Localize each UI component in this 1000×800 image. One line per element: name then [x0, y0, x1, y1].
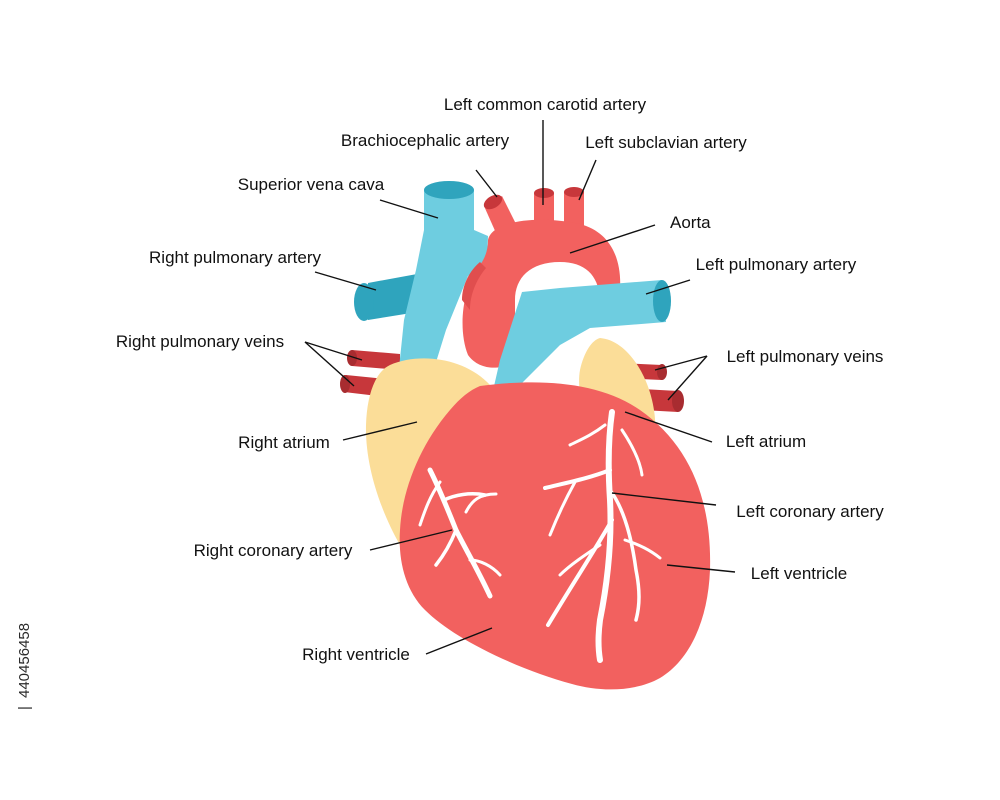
label-aorta: Aorta: [670, 213, 711, 232]
label-brachiocephalic-artery: Brachiocephalic artery: [341, 131, 510, 150]
leader-superior-vena-cava: [379, 199, 439, 219]
leader-left-pulmonary-veins-b: [667, 355, 708, 401]
label-left-ventricle: Left ventricle: [751, 564, 847, 583]
label-left-atrium: Left atrium: [726, 432, 806, 451]
label-right-pulmonary-artery: Right pulmonary artery: [149, 248, 321, 267]
leader-right-coronary-artery: [369, 529, 453, 551]
leader-right-pulmonary-artery: [314, 271, 377, 291]
right-pulmonary-veins-shape: [340, 350, 400, 398]
leader-lines: [304, 120, 736, 655]
right-coronary-artery-vessels: [418, 467, 502, 599]
label-right-coronary-artery: Right coronary artery: [194, 541, 353, 560]
leader-left-pulmonary-veins-a: [654, 355, 708, 371]
superior-vena-cava-shape: [398, 181, 488, 378]
leader-right-atrium: [342, 421, 418, 441]
label-left-pulmonary-artery: Left pulmonary artery: [696, 255, 857, 274]
ventricles-shape: [399, 382, 711, 690]
label-left-common-carotid-artery: Left common carotid artery: [444, 95, 647, 114]
leader-left-pulmonary-artery: [645, 279, 691, 295]
label-right-pulmonary-veins: Right pulmonary veins: [116, 332, 284, 351]
stock-image-id-separator: |: [16, 706, 33, 710]
label-superior-vena-cava: Superior vena cava: [238, 175, 385, 194]
leader-aorta: [569, 224, 656, 254]
leader-right-pulmonary-veins-b: [304, 341, 355, 387]
leader-left-coronary-artery: [611, 492, 717, 506]
leader-left-ventricle: [666, 564, 736, 573]
label-left-subclavian-artery: Left subclavian artery: [585, 133, 747, 152]
leader-left-subclavian: [578, 159, 597, 201]
leader-left-atrium: [624, 411, 713, 443]
label-left-coronary-artery: Left coronary artery: [736, 502, 884, 521]
labels: Left common carotid artery Brachiocephal…: [116, 95, 884, 664]
leader-right-ventricle: [425, 627, 493, 655]
label-right-ventricle: Right ventricle: [302, 645, 410, 664]
aorta-shape: [462, 219, 621, 368]
leader-right-pulmonary-veins-a: [304, 341, 363, 361]
stock-image-id: 440456458: [16, 623, 33, 698]
left-coronary-artery-vessels: [543, 409, 662, 663]
label-right-atrium: Right atrium: [238, 433, 330, 452]
leader-brachiocephalic: [475, 169, 498, 198]
label-left-pulmonary-veins: Left pulmonary veins: [727, 347, 884, 366]
